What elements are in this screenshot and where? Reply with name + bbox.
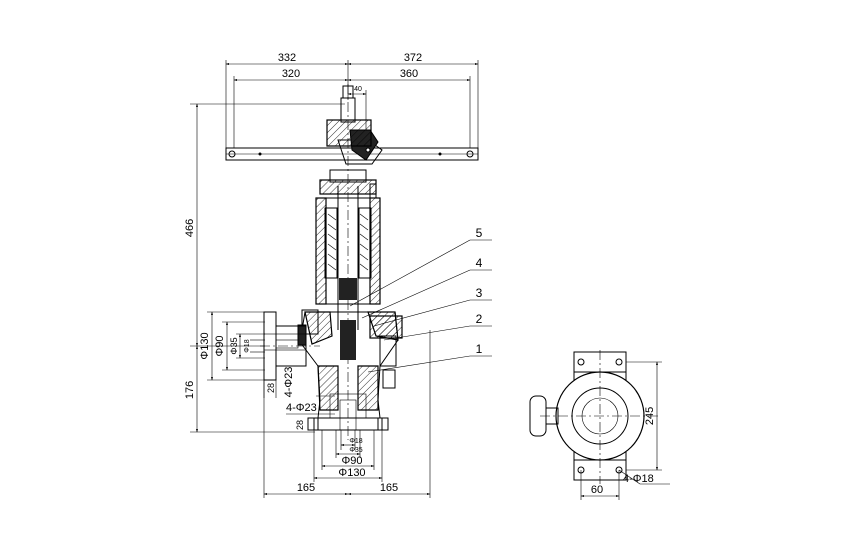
dim-inlet-od: Φ130 — [199, 332, 211, 359]
dim-inlet-bc: Φ90 — [214, 335, 226, 356]
dim-inlet-bore: Φ35 — [229, 337, 239, 354]
dim-165-right: 165 — [380, 482, 398, 494]
dim-245: 245 — [644, 407, 656, 425]
dim-outlet-bore: Φ35 — [349, 447, 362, 454]
dim-165-left: 165 — [297, 482, 315, 494]
dim-466: 466 — [184, 219, 196, 237]
callout-leaders: 5 4 3 2 1 — [349, 226, 492, 373]
callout-4: 4 — [476, 256, 483, 270]
dim-outlet-bc: Φ90 — [341, 455, 362, 467]
dim-inlet-throat: Φ18 — [244, 339, 251, 352]
dim-outlet-throat: Φ18 — [349, 438, 362, 445]
dim-outlet-thk: 28 — [295, 420, 305, 430]
side-view: 245 60 4-Φ18 — [529, 350, 670, 500]
dim-332: 332 — [278, 52, 296, 64]
dim-outlet-od: Φ130 — [338, 467, 365, 479]
outlet-flange — [307, 393, 389, 431]
dim-inlet-holes: 4-Φ23 — [283, 367, 295, 398]
callout-1: 1 — [476, 342, 483, 356]
callout-2: 2 — [476, 312, 483, 326]
dim-360: 360 — [400, 68, 418, 80]
dim-372: 372 — [404, 52, 422, 64]
dim-inlet-thk: 28 — [266, 383, 276, 393]
dim-outlet-holes: 4-Φ23 — [286, 402, 317, 414]
callout-5: 5 — [476, 226, 483, 240]
dim-176: 176 — [184, 381, 196, 399]
spring-housing — [315, 169, 381, 330]
bottom-dimensions: Φ18 Φ35 Φ90 Φ130 165 165 — [263, 330, 431, 498]
dim-320: 320 — [282, 68, 300, 80]
dim-60: 60 — [591, 484, 603, 496]
top-dimensions: 332 372 320 360 40 — [225, 52, 479, 148]
dim-side-holes: 4-Φ18 — [623, 473, 654, 485]
callout-3: 3 — [476, 286, 483, 300]
dim-40: 40 — [354, 86, 362, 93]
valve-body — [297, 309, 403, 419]
